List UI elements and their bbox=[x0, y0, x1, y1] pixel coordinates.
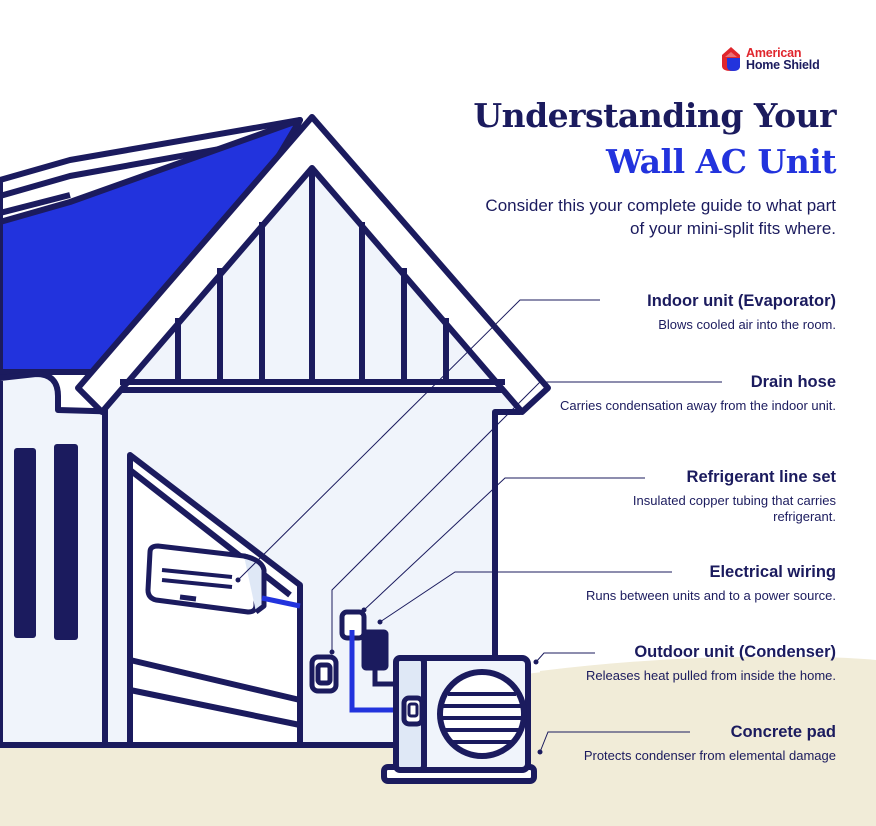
brand-logo: American Home Shield bbox=[720, 44, 820, 74]
page-title-line2: Wall AC Unit bbox=[605, 142, 837, 181]
callout-label: Indoor unit (Evaporator) bbox=[647, 292, 836, 310]
indoor-unit bbox=[145, 543, 267, 615]
callout-indoor-unit: Indoor unit (Evaporator) Blows cooled ai… bbox=[536, 291, 836, 333]
callout-desc: Blows cooled air into the room. bbox=[658, 317, 836, 332]
outdoor-unit bbox=[381, 655, 537, 784]
callout-desc: Protects condenser from elemental damage bbox=[583, 748, 836, 763]
shield-logo-icon bbox=[722, 47, 740, 71]
callout-desc: Carries condensation away from the indoo… bbox=[559, 398, 836, 413]
callout-desc: Insulated copper tubing that carries ref… bbox=[632, 493, 836, 524]
page-title-line1: Understanding Your bbox=[473, 96, 836, 135]
callout-refrigerant-line-set: Refrigerant line set Insulated copper tu… bbox=[586, 467, 836, 525]
leader-dots bbox=[235, 577, 543, 755]
callout-label: Drain hose bbox=[750, 373, 836, 391]
callout-electrical-wiring: Electrical wiring Runs between units and… bbox=[536, 562, 836, 604]
brand-line1: American bbox=[746, 46, 802, 60]
callout-desc: Releases heat pulled from inside the hom… bbox=[585, 668, 836, 683]
callout-drain-hose: Drain hose Carries condensation away fro… bbox=[536, 372, 836, 414]
callout-label: Concrete pad bbox=[730, 723, 836, 741]
left-wing bbox=[0, 117, 303, 748]
wall-fittings bbox=[309, 609, 389, 694]
callout-label: Electrical wiring bbox=[709, 563, 836, 581]
brand-line2: Home Shield bbox=[746, 58, 820, 72]
leader-lines bbox=[237, 299, 722, 753]
callout-concrete-pad: Concrete pad Protects condenser from ele… bbox=[536, 722, 836, 764]
callout-label: Refrigerant line set bbox=[686, 468, 836, 486]
callout-label: Outdoor unit (Condenser) bbox=[634, 643, 836, 661]
callout-desc: Runs between units and to a power source… bbox=[585, 588, 836, 603]
callout-outdoor-unit: Outdoor unit (Condenser) Releases heat p… bbox=[536, 642, 836, 684]
page-subtitle: Consider this your complete guide to wha… bbox=[485, 196, 836, 238]
